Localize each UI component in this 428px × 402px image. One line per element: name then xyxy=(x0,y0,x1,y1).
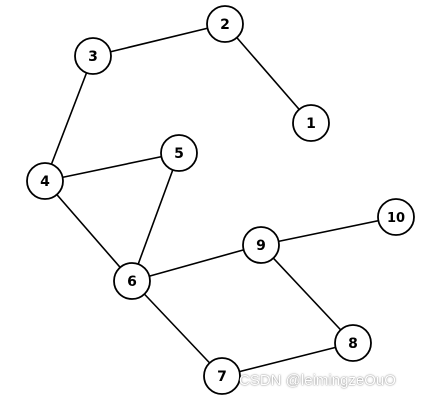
node-6: 6 xyxy=(113,262,151,300)
edge-2-1 xyxy=(224,23,312,124)
node-circle xyxy=(74,37,112,75)
node-label: 9 xyxy=(256,238,266,254)
node-circle xyxy=(334,324,372,362)
node-4: 4 xyxy=(26,162,64,200)
node-label: 5 xyxy=(174,146,184,162)
edge-9-10 xyxy=(260,216,397,246)
edge-6-9 xyxy=(131,244,262,282)
edge-3-4 xyxy=(44,55,94,182)
node-label: 1 xyxy=(306,116,316,132)
edge-4-5 xyxy=(44,152,180,182)
node-8: 8 xyxy=(334,324,372,362)
node-circle xyxy=(26,162,64,200)
node-circle xyxy=(206,5,244,43)
node-label: 8 xyxy=(348,336,358,352)
node-label: 4 xyxy=(40,174,50,190)
node-circle xyxy=(377,198,415,236)
node-circle xyxy=(113,262,151,300)
node-circle xyxy=(203,357,241,395)
edge-7-8 xyxy=(221,342,354,377)
edge-6-7 xyxy=(131,280,223,377)
node-1: 1 xyxy=(292,104,330,142)
node-label: 2 xyxy=(220,17,230,33)
node-7: 7 xyxy=(203,357,241,395)
nodes-layer: 1 2 3 4 5 6 7 8 9 10 xyxy=(26,5,415,395)
node-label: 7 xyxy=(217,369,227,385)
edge-5-6 xyxy=(131,152,180,282)
node-circle xyxy=(292,104,330,142)
node-label: 3 xyxy=(88,49,98,65)
node-9: 9 xyxy=(242,226,280,264)
edge-3-2 xyxy=(92,23,226,57)
edge-9-8 xyxy=(260,244,354,344)
edge-4-6 xyxy=(44,180,133,282)
node-circle xyxy=(160,134,198,172)
node-label: 10 xyxy=(387,211,405,226)
node-2: 2 xyxy=(206,5,244,43)
csdn-watermark: CSDN @leimingzeOuO xyxy=(239,372,396,389)
node-circle xyxy=(242,226,280,264)
edges-layer xyxy=(44,23,397,377)
node-5: 5 xyxy=(160,134,198,172)
node-label: 6 xyxy=(127,274,137,290)
node-10: 10 xyxy=(377,198,415,236)
node-3: 3 xyxy=(74,37,112,75)
